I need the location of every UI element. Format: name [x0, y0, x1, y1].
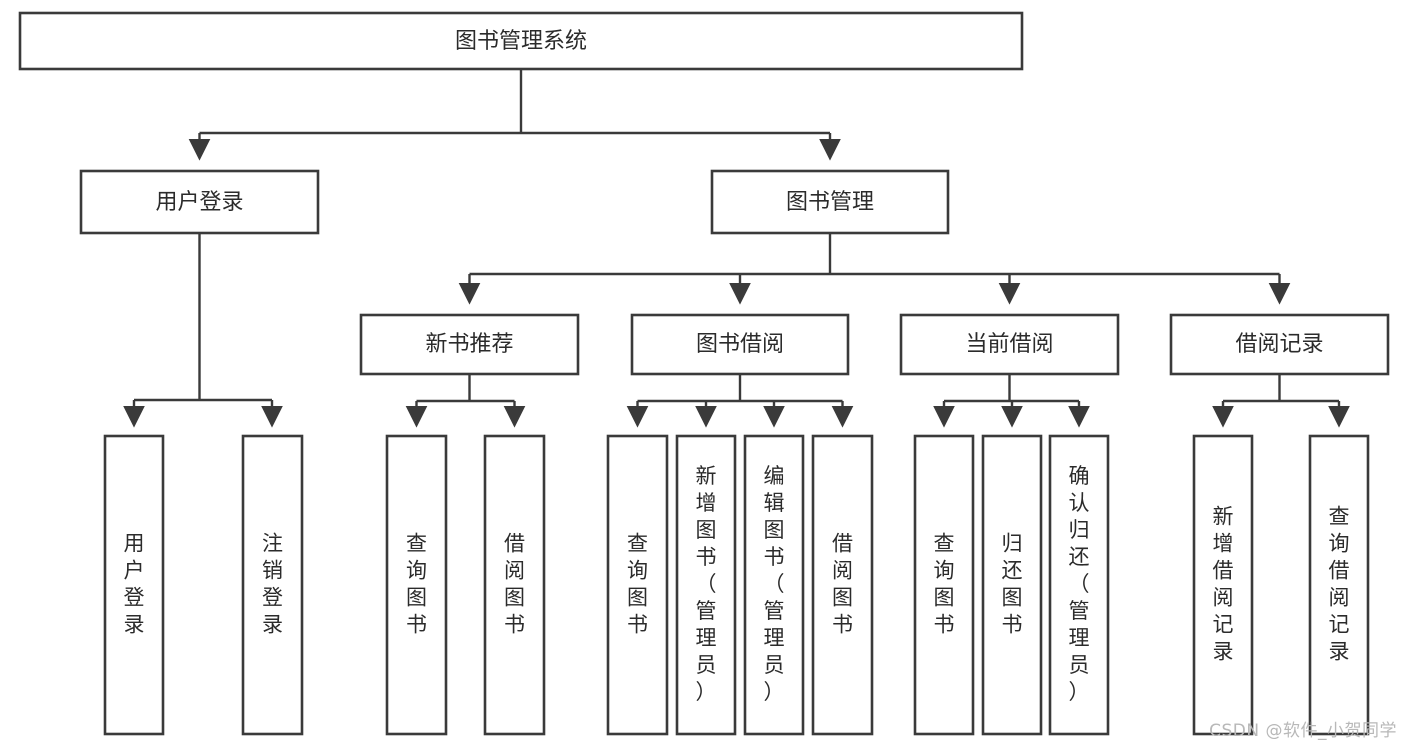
node-current-borrow-box[interactable]: [899, 313, 1120, 376]
leaf-node-query-borrow-record[interactable]: 查询借阅记录: [1308, 434, 1370, 736]
leaf-node-query-book-current[interactable]: 查询图书: [913, 434, 975, 736]
node-borrow-record-box[interactable]: [1169, 313, 1390, 376]
leaf-node-borrow-book[interactable]: 借阅图书: [811, 434, 874, 736]
leaf-node-add-book-admin-box[interactable]: [675, 434, 737, 736]
node-root-box[interactable]: [18, 11, 1024, 71]
leaf-node-query-book-recommend[interactable]: 查询图书: [385, 434, 448, 736]
leaf-node-query-borrow-record-label: 查询借阅记录: [1329, 505, 1350, 664]
leaf-node-borrow-book-recommend[interactable]: 借阅图书: [483, 434, 546, 736]
node-new-book-recommend-box[interactable]: [359, 313, 580, 376]
leaf-node-borrow-book-box[interactable]: [811, 434, 874, 736]
leaf-node-query-book-current-label: 查询图书: [934, 532, 955, 637]
leaf-node-query-book-borrow-box[interactable]: [606, 434, 669, 736]
leaf-node-return-book-label: 归还图书: [1002, 532, 1023, 637]
node-borrow-record[interactable]: 借阅记录: [1169, 313, 1390, 376]
leaf-node-logout-box[interactable]: [241, 434, 304, 736]
connector-layer: [123, 69, 1350, 428]
leaf-node-user-login-box[interactable]: [103, 434, 165, 736]
leaf-node-add-borrow-record[interactable]: 新增借阅记录: [1192, 434, 1254, 736]
leaf-node-logout-label: 注销登录: [262, 532, 283, 637]
leaf-node-return-book-box[interactable]: [981, 434, 1043, 736]
leaf-node-edit-book-admin[interactable]: 编辑图书（管理员）: [743, 434, 805, 736]
node-borrow-record-label: 借阅记录: [1235, 332, 1323, 357]
leaf-node-query-book-current-box[interactable]: [913, 434, 975, 736]
leaf-node-borrow-book-recommend-box[interactable]: [483, 434, 546, 736]
node-user-login[interactable]: 用户登录: [79, 169, 320, 235]
node-book-management[interactable]: 图书管理: [710, 169, 950, 235]
leaf-node-borrow-book-label: 借阅图书: [832, 532, 853, 637]
node-book-borrow[interactable]: 图书借阅: [630, 313, 850, 376]
node-user-login-label: 用户登录: [155, 190, 243, 215]
node-book-management-label: 图书管理: [786, 190, 874, 215]
leaf-node-edit-book-admin-label: 编辑图书（管理员）: [764, 464, 785, 704]
node-book-management-box[interactable]: [710, 169, 950, 235]
leaf-node-add-book-admin[interactable]: 新增图书（管理员）: [675, 434, 737, 736]
leaf-node-query-borrow-record-box[interactable]: [1308, 434, 1370, 736]
leaf-node-add-book-admin-label: 新增图书（管理员）: [696, 464, 717, 704]
leaf-node-user-login-label: 用户登录: [124, 532, 145, 637]
leaf-node-logout[interactable]: 注销登录: [241, 434, 304, 736]
leaf-node-edit-book-admin-box[interactable]: [743, 434, 805, 736]
node-root-label: 图书管理系统: [455, 29, 587, 54]
node-current-borrow[interactable]: 当前借阅: [899, 313, 1120, 376]
node-new-book-recommend-label: 新书推荐: [425, 332, 513, 357]
leaf-node-borrow-book-recommend-label: 借阅图书: [504, 532, 525, 637]
leaf-node-query-book-recommend-label: 查询图书: [406, 532, 427, 637]
leaf-node-query-book-recommend-box[interactable]: [385, 434, 448, 736]
leaf-node-query-book-borrow-label: 查询图书: [627, 532, 648, 637]
node-root[interactable]: 图书管理系统: [18, 11, 1024, 71]
node-user-login-box[interactable]: [79, 169, 320, 235]
node-book-borrow-box[interactable]: [630, 313, 850, 376]
leaf-node-user-login[interactable]: 用户登录: [103, 434, 165, 736]
leaf-node-confirm-return-admin[interactable]: 确认归还（管理员）: [1048, 434, 1110, 736]
node-new-book-recommend[interactable]: 新书推荐: [359, 313, 580, 376]
leaf-node-query-book-borrow[interactable]: 查询图书: [606, 434, 669, 736]
leaf-nodes-layer: 用户登录 注销登录 查询图书 借阅图书 查询图书 新增图书（管理员）: [103, 434, 1370, 736]
leaf-node-add-borrow-record-label: 新增借阅记录: [1213, 505, 1234, 664]
node-book-borrow-label: 图书借阅: [696, 332, 784, 357]
leaf-node-return-book[interactable]: 归还图书: [981, 434, 1043, 736]
node-current-borrow-label: 当前借阅: [965, 332, 1053, 357]
leaf-node-confirm-return-admin-box[interactable]: [1048, 434, 1110, 736]
leaf-node-add-borrow-record-box[interactable]: [1192, 434, 1254, 736]
leaf-node-confirm-return-admin-label: 确认归还（管理员）: [1069, 464, 1090, 704]
